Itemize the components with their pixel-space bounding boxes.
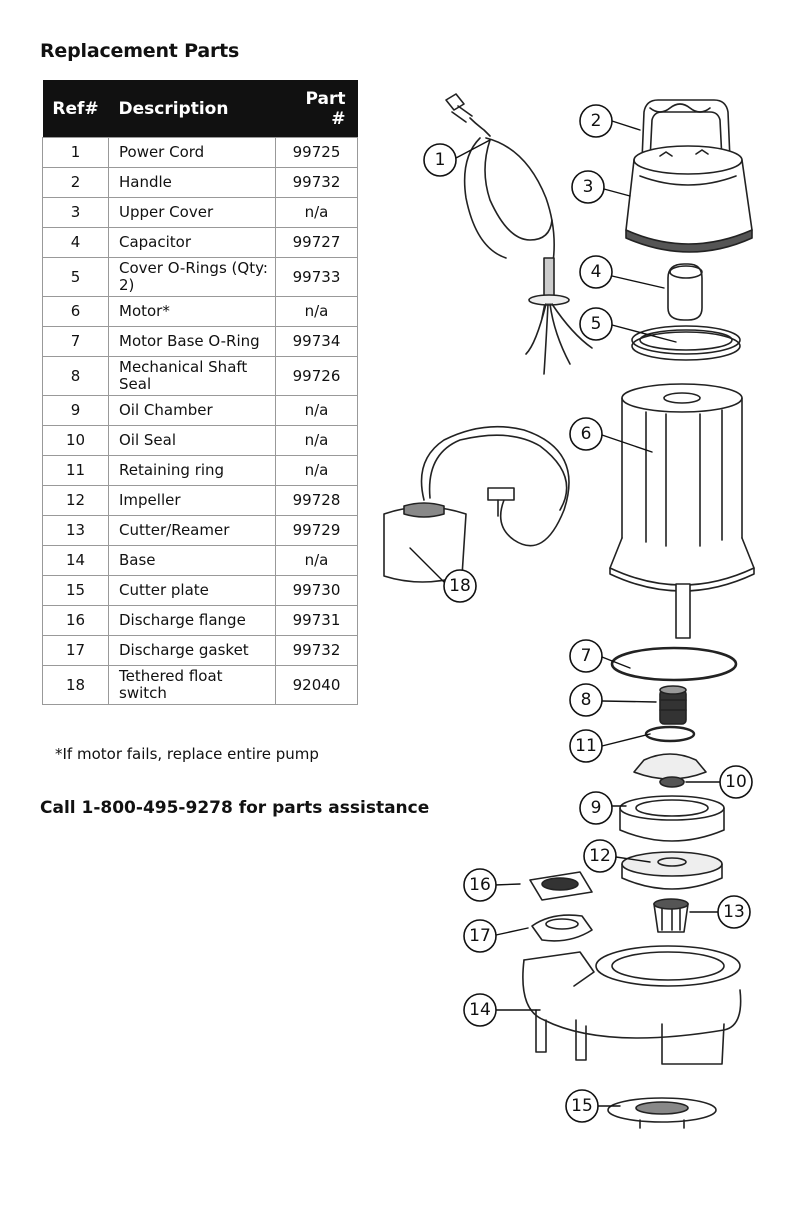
seal-housing-part: [633, 753, 707, 780]
cell-part: 99727: [275, 227, 358, 258]
cell-description: Capacitor: [108, 227, 276, 258]
callout-14: 14: [469, 1000, 491, 1020]
cell-description: Discharge flange: [108, 605, 276, 636]
impeller-part: [621, 851, 723, 890]
cell-part: 99733: [275, 257, 358, 297]
cell-description: Base: [108, 545, 276, 576]
capacitor-part: [667, 263, 703, 321]
tethered-float-switch-part: [383, 425, 570, 583]
cell-part: n/a: [275, 296, 358, 327]
callout-16: 16: [469, 875, 491, 895]
oil-chamber-part: [619, 795, 725, 842]
cell-part: n/a: [275, 425, 358, 456]
callout-18: 18: [449, 576, 471, 596]
upper-cover-part: [625, 145, 753, 253]
cell-ref: 8: [42, 356, 109, 396]
callout-13: 13: [723, 902, 745, 922]
page-title: Replacement Parts: [40, 40, 240, 62]
cell-part: n/a: [275, 197, 358, 228]
callout-10: 10: [725, 772, 747, 792]
callout-1: 1: [435, 150, 446, 170]
cell-description: Discharge gasket: [108, 635, 276, 666]
cell-ref: 10: [42, 425, 109, 456]
callout-11: 11: [575, 736, 597, 756]
cell-part: 99734: [275, 326, 358, 357]
cell-part: n/a: [275, 455, 358, 486]
cell-ref: 12: [42, 485, 109, 516]
cell-description: Motor*: [108, 296, 276, 327]
cell-part: 99726: [275, 356, 358, 396]
callout-15: 15: [571, 1096, 593, 1116]
cutter-plate-part: [607, 1097, 717, 1129]
header-ref: Ref#: [42, 80, 109, 138]
cell-description: Cutter plate: [108, 575, 276, 606]
base-part: [522, 945, 742, 1065]
cell-ref: 16: [42, 605, 109, 636]
cell-description: Tethered float switch: [108, 665, 276, 705]
mechanical-shaft-seal-part: [659, 685, 687, 725]
power-cord-part: [445, 93, 593, 375]
oil-seal-part: [659, 776, 685, 788]
cell-ref: 18: [42, 665, 109, 705]
handle-part: [641, 99, 731, 161]
cell-part: 99728: [275, 485, 358, 516]
cell-part: 92040: [275, 665, 358, 705]
cell-description: Oil Chamber: [108, 395, 276, 426]
callout-5: 5: [591, 314, 602, 334]
cell-part: 99732: [275, 635, 358, 666]
callout-9: 9: [591, 798, 602, 818]
cell-part: 99732: [275, 167, 358, 198]
cell-part: n/a: [275, 545, 358, 576]
cover-o-rings-part: [631, 325, 741, 361]
cell-ref: 3: [42, 197, 109, 228]
cell-part: 99731: [275, 605, 358, 636]
parts-assistance-phone: Call 1-800-495-9278 for parts assistance: [40, 798, 430, 818]
cutter-reamer-part: [653, 898, 689, 933]
callout-leaders: [409, 120, 721, 1107]
callout-2: 2: [591, 111, 602, 131]
callout-6: 6: [581, 424, 592, 444]
callout-labels: 1 2 3 4 5 6 7 8 11 10 9 12 13 16 17 14 1…: [435, 111, 747, 1116]
cell-description: Cutter/Reamer: [108, 515, 276, 546]
discharge-gasket-part: [531, 914, 593, 942]
callout-3: 3: [583, 177, 594, 197]
header-part-number: Part #: [275, 80, 358, 138]
cell-description: Upper Cover: [108, 197, 276, 228]
callout-circles: [423, 104, 753, 1123]
cell-description: Motor Base O-Ring: [108, 326, 276, 357]
cell-ref: 13: [42, 515, 109, 546]
callout-4: 4: [591, 262, 602, 282]
motor-footnote: *If motor fails, replace entire pump: [55, 745, 319, 763]
retaining-ring-part: [644, 725, 696, 743]
callout-12: 12: [589, 846, 611, 866]
header-description: Description: [108, 80, 276, 138]
cell-part: 99729: [275, 515, 358, 546]
table-header-row: Ref# Description Part #: [42, 80, 358, 138]
callout-17: 17: [469, 926, 491, 946]
motor-part: [609, 383, 755, 639]
callout-8: 8: [581, 690, 592, 710]
motor-base-o-ring-part: [610, 646, 738, 682]
cell-description: Cover O-Rings (Qty: 2): [108, 257, 276, 297]
cell-ref: 5: [42, 257, 109, 297]
cell-ref: 15: [42, 575, 109, 606]
callout-7: 7: [581, 646, 592, 666]
discharge-flange-part: [529, 871, 593, 901]
